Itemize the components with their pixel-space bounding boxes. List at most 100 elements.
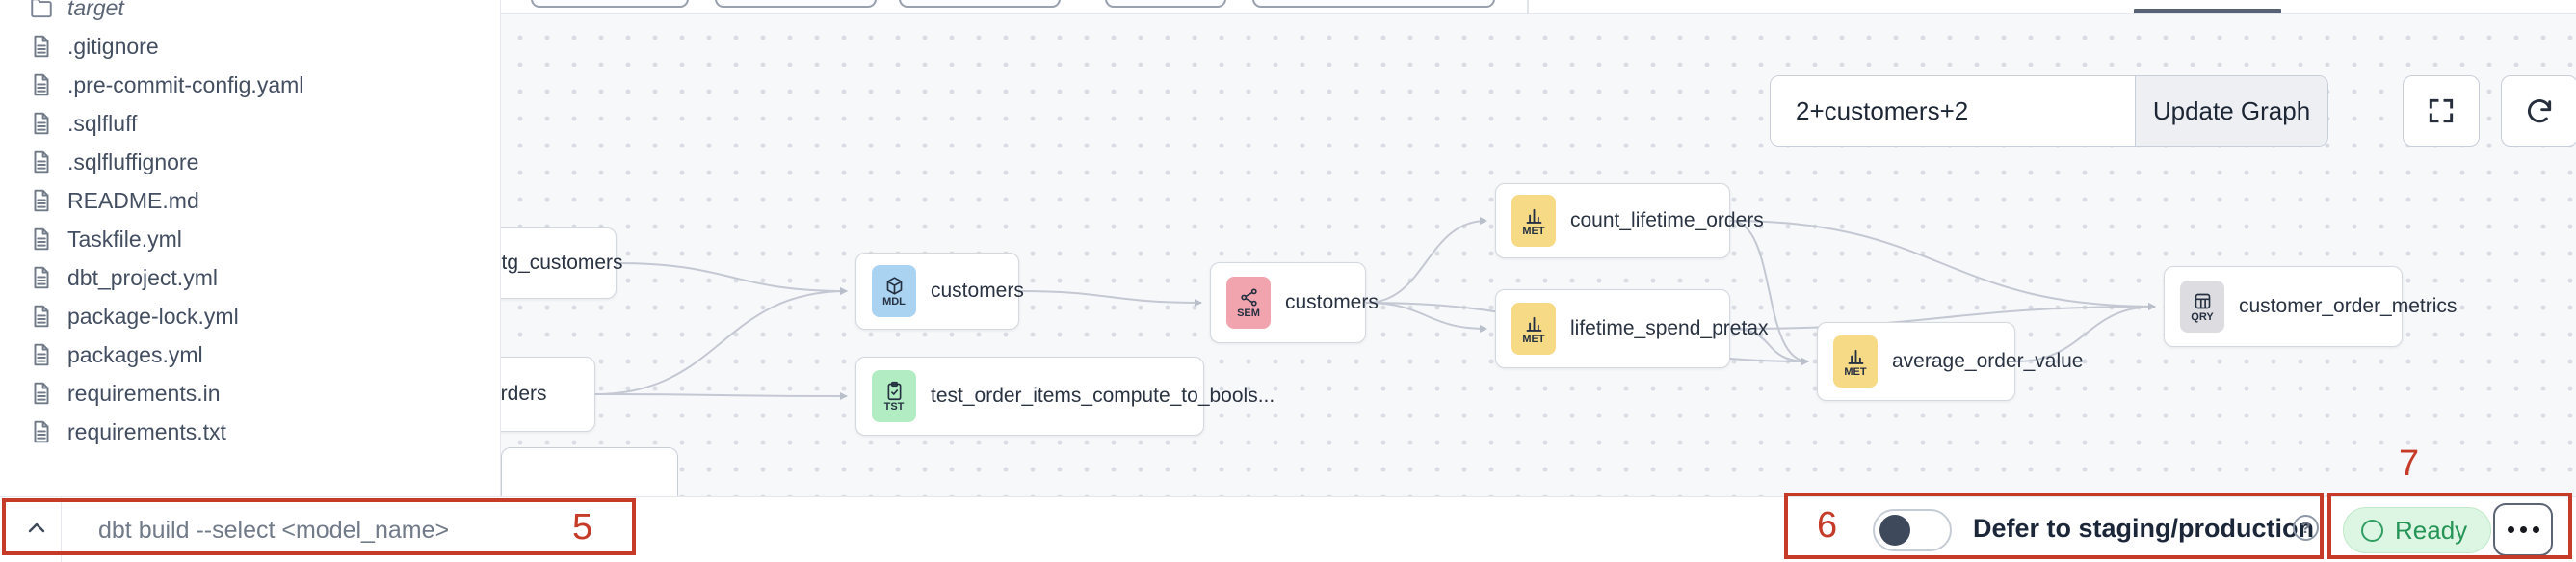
file-name: .pre-commit-config.yaml xyxy=(67,71,304,97)
node-type-label: MET xyxy=(1844,365,1867,378)
file-icon xyxy=(29,304,54,329)
node-type-label: MET xyxy=(1522,333,1545,345)
node-type-label: SEM xyxy=(1237,307,1260,319)
file-name: .sqlfluffignore xyxy=(67,148,199,174)
file-icon xyxy=(29,34,54,59)
test-clipboard-icon xyxy=(884,381,905,401)
update-graph-button[interactable]: Update Graph xyxy=(2135,76,2327,146)
status-ring-icon xyxy=(2361,519,2383,542)
node-label: count_lifetime_orders xyxy=(1570,209,1764,231)
metric-chart-icon xyxy=(1846,346,1866,366)
file-tree-item--sqlfluff[interactable]: .sqlfluff xyxy=(0,104,500,143)
file-name: Taskfile.yml xyxy=(67,226,182,252)
query-table-badge: QRY xyxy=(2180,281,2224,333)
node-label: orders xyxy=(489,383,547,405)
status-badge[interactable]: Ready xyxy=(2343,507,2492,553)
file-tree-item--sqlfluffignore[interactable]: .sqlfluffignore xyxy=(0,143,500,181)
file-icon xyxy=(29,381,54,406)
graph-node-customers_model[interactable]: MDL customers xyxy=(855,253,1024,330)
file-tree-item-requirements-in[interactable]: requirements.in xyxy=(0,374,500,413)
fullscreen-icon xyxy=(2426,95,2457,126)
file-name: packages.yml xyxy=(67,341,203,367)
file-name: README.md xyxy=(67,187,199,213)
file-name: .sqlfluff xyxy=(67,110,138,136)
command-bar: Defer to staging/production ? Ready xyxy=(0,496,2576,562)
file-list: target .gitignore .pre-commit-config.yaml.… xyxy=(0,0,500,451)
command-bar-divider xyxy=(61,497,62,562)
file-icon xyxy=(29,111,54,136)
semantic-graph-icon xyxy=(1239,287,1259,308)
refresh-icon xyxy=(2524,95,2555,126)
fullscreen-button[interactable] xyxy=(2403,75,2480,147)
metric-chart-icon xyxy=(1524,205,1544,226)
status-label: Ready xyxy=(2395,515,2468,545)
graph-node-customers_semantic[interactable]: SEM customers xyxy=(1210,262,1379,343)
file-name: requirements.in xyxy=(67,380,221,406)
toolbar-button-stub[interactable] xyxy=(531,0,689,8)
help-icon[interactable]: ? xyxy=(2293,515,2319,541)
node-type-label: QRY xyxy=(2191,310,2214,323)
node-label: customers xyxy=(1285,291,1379,313)
model-cube-badge: MDL xyxy=(872,265,916,317)
file-name: requirements.txt xyxy=(67,418,226,444)
file-tree-item-target[interactable]: target xyxy=(0,0,500,27)
file-name: dbt_project.yml xyxy=(67,264,218,290)
file-icon xyxy=(29,419,54,444)
ellipsis-icon xyxy=(2507,526,2514,533)
node-type-label: MDL xyxy=(882,295,906,308)
refresh-button[interactable] xyxy=(2501,75,2576,147)
file-tree-item-packages-yml[interactable]: packages.yml xyxy=(0,335,500,374)
node-type-label: TST xyxy=(883,400,905,413)
graph-node-average_order_value[interactable]: MET average_order_value xyxy=(1817,322,2083,401)
file-name: .gitignore xyxy=(67,33,159,59)
node-label: customers xyxy=(931,280,1024,302)
file-tree-item--pre-commit-config-yaml[interactable]: .pre-commit-config.yaml xyxy=(0,66,500,104)
file-name: target xyxy=(67,0,124,20)
node-label: average_order_value xyxy=(1892,350,2084,372)
active-tab-indicator xyxy=(2134,9,2281,13)
graph-selector-input[interactable] xyxy=(1771,76,2135,146)
folder-icon xyxy=(29,0,54,20)
metric-chart-badge: MET xyxy=(1511,195,1556,247)
file-tree-item-requirements-txt[interactable]: requirements.txt xyxy=(0,413,500,451)
node-label: stg_customers xyxy=(491,252,623,274)
query-table-icon xyxy=(2193,291,2213,311)
collapse-panel-button[interactable] xyxy=(19,511,54,546)
file-tree-item--gitignore[interactable]: .gitignore xyxy=(0,27,500,66)
semantic-graph-badge: SEM xyxy=(1226,277,1271,329)
file-tree-item-readme-md[interactable]: README.md xyxy=(0,181,500,220)
toolbar-button-stub[interactable] xyxy=(899,0,1061,8)
more-options-button[interactable] xyxy=(2493,503,2553,556)
graph-node-lifetime_spend_pretax[interactable]: MET lifetime_spend_pretax xyxy=(1495,289,1768,368)
file-icon xyxy=(29,72,54,97)
node-type-label: MET xyxy=(1522,225,1545,237)
file-tree-item-package-lock-yml[interactable]: package-lock.yml xyxy=(0,297,500,335)
file-explorer-panel: target .gitignore .pre-commit-config.yaml.… xyxy=(0,0,501,496)
file-tree-item-taskfile-yml[interactable]: Taskfile.yml xyxy=(0,220,500,258)
file-tree-item-dbt-project-yml[interactable]: dbt_project.yml xyxy=(0,258,500,297)
toolbar-button-stub[interactable] xyxy=(1252,0,1495,8)
file-icon xyxy=(29,265,54,290)
chevron-up-icon xyxy=(25,517,48,540)
file-icon xyxy=(29,227,54,252)
model-cube-icon xyxy=(884,276,905,296)
graph-selector-group: Update Graph xyxy=(1770,75,2328,147)
top-toolbar-strip xyxy=(501,0,2576,13)
toolbar-divider xyxy=(1527,0,1529,13)
defer-toggle-label: Defer to staging/production xyxy=(1973,514,2314,543)
graph-node-count_lifetime_orders[interactable]: MET count_lifetime_orders xyxy=(1495,183,1764,258)
defer-toggle[interactable] xyxy=(1873,509,1952,551)
minimap[interactable] xyxy=(501,447,678,497)
file-icon xyxy=(29,149,54,174)
defer-toggle-knob xyxy=(1879,515,1910,546)
node-label: lifetime_spend_pretax xyxy=(1570,317,1769,339)
file-name: package-lock.yml xyxy=(67,303,239,329)
metric-chart-badge: MET xyxy=(1511,303,1556,355)
toolbar-button-stub[interactable] xyxy=(715,0,877,8)
test-clipboard-badge: TST xyxy=(872,370,916,422)
dbt-command-input[interactable] xyxy=(96,507,524,553)
toolbar-button-stub[interactable] xyxy=(1105,0,1226,8)
file-icon xyxy=(29,342,54,367)
